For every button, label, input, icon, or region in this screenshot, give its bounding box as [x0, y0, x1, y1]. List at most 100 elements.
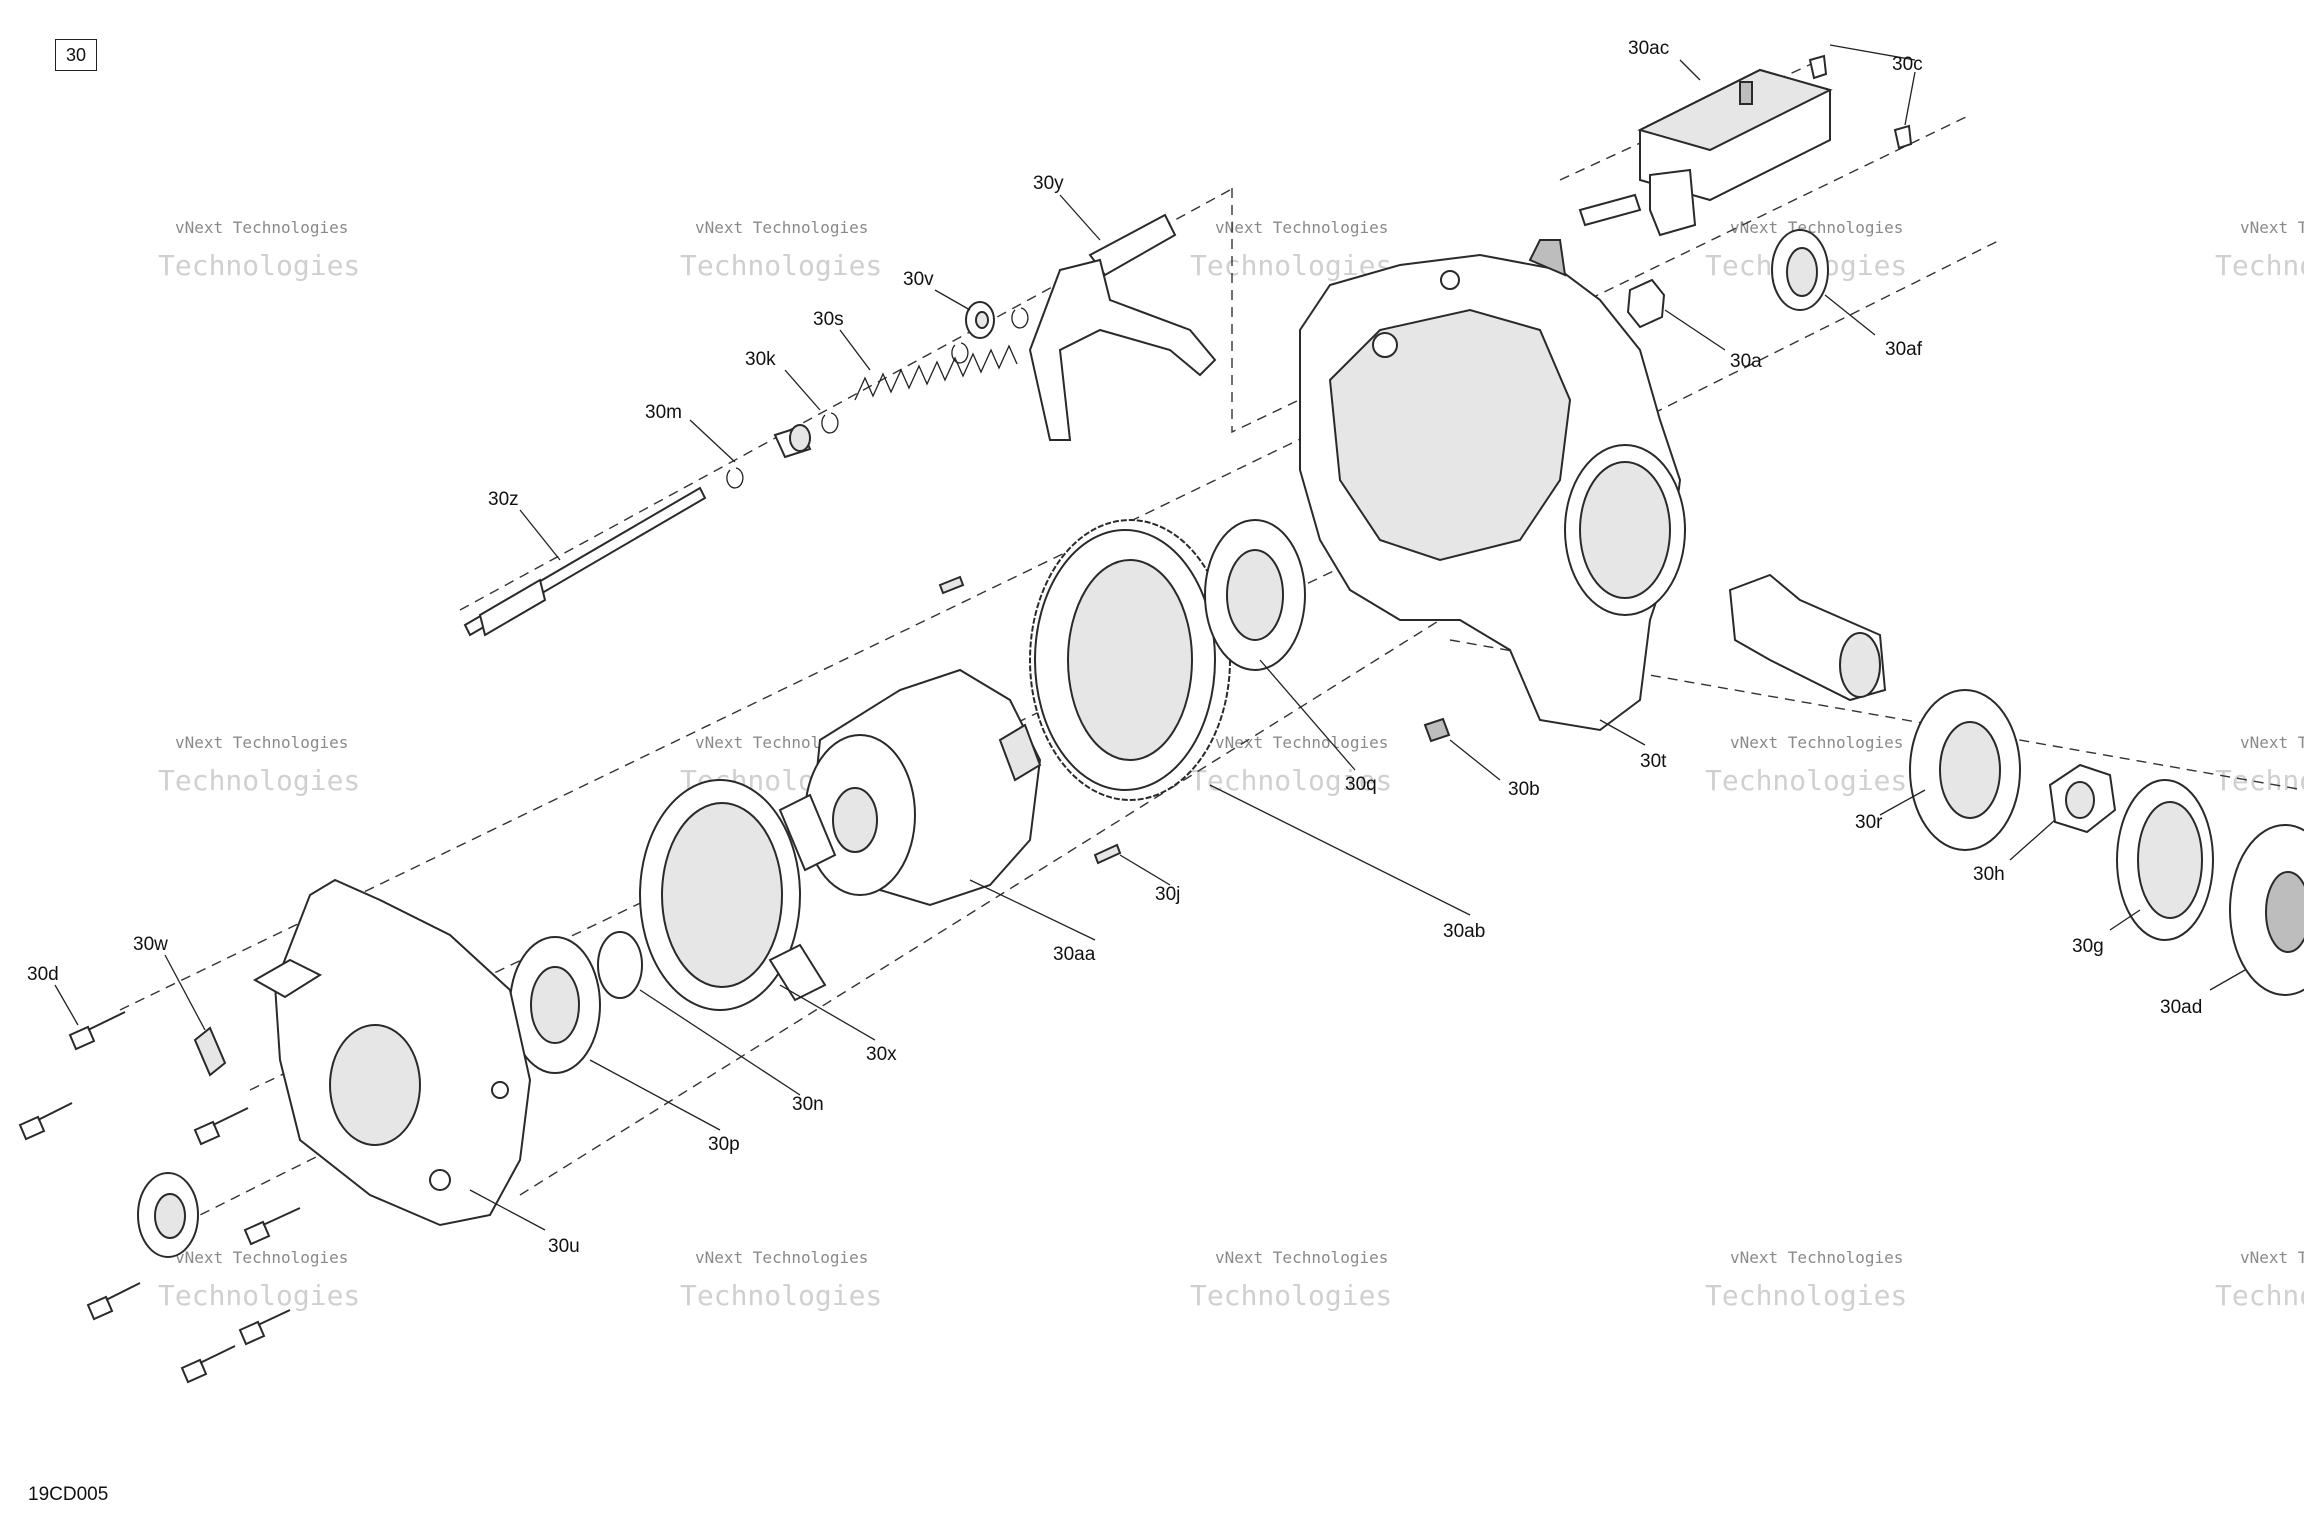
- watermark-text-large: Technologies: [1190, 1279, 1392, 1312]
- drawing-code: 19CD005: [28, 1484, 109, 1505]
- callout-30b: 30b: [1508, 779, 1540, 800]
- circlip: [726, 467, 744, 489]
- watermark-text: vNext Technologies: [175, 733, 348, 752]
- breather-fitting-30w: [193, 1026, 227, 1077]
- bearing-30q: [1204, 519, 1306, 671]
- watermark-text-large: Technologies: [158, 764, 360, 797]
- axis-line: [519, 619, 1441, 1196]
- ring-gear: [1029, 519, 1231, 801]
- callout-30s: 30s: [813, 309, 844, 330]
- callout-30af: 30af: [1885, 339, 1923, 360]
- leader-line: [784, 369, 821, 411]
- differential-case-30aa: [804, 668, 1042, 907]
- bolt: [238, 1309, 291, 1346]
- watermark-text: vNext Technologies: [175, 218, 348, 237]
- watermark: Technologies vNext Technologies: [680, 1248, 882, 1312]
- bolt: [68, 1011, 126, 1051]
- leader-line: [54, 984, 79, 1026]
- vent-plug-30a: [1626, 278, 1666, 329]
- watermark: Technologies vNext Technologies: [158, 1248, 360, 1312]
- leader-line: [934, 289, 971, 311]
- ring-30g: [2116, 779, 2214, 941]
- pinion-gear: [1728, 573, 1887, 702]
- leader-line: [1664, 309, 1726, 351]
- actuator-module: [1578, 54, 1913, 237]
- callout-30j: 30j: [1155, 884, 1180, 905]
- leader-line: [1259, 659, 1356, 771]
- watermark: Technologies vNext Technologies: [158, 218, 360, 282]
- watermark-text-large: Technologies: [680, 249, 882, 282]
- watermark-text-large: Technologies: [1705, 764, 1907, 797]
- callout-30n: 30n: [792, 1094, 824, 1115]
- watermark-text-large: Technologies: [680, 1279, 882, 1312]
- watermark-text-large: Technologies: [158, 1279, 360, 1312]
- watermark: Technologies vNext Technologies: [158, 733, 360, 797]
- callout-30z: 30z: [488, 489, 519, 510]
- watermark: Technologies vNext Technologies: [1190, 1248, 1392, 1312]
- callout-30aa: 30aa: [1053, 944, 1096, 965]
- watermark-text: vNext Technologies: [1215, 1248, 1388, 1267]
- watermark-text-large: Technologies: [2215, 764, 2304, 797]
- watermark: Technologies vNext Technologies: [1190, 218, 1392, 282]
- watermark-text: vNext Technologies: [2240, 218, 2304, 237]
- axis-line: [1231, 188, 1321, 434]
- leader-line: [519, 509, 561, 561]
- leader-line: [1829, 44, 1916, 61]
- watermark-text: vNext Technologies: [1730, 733, 1903, 752]
- circlip: [821, 412, 839, 434]
- watermark: Technologies vNext Technologies: [1705, 733, 1907, 797]
- clutch-drum-30x: [639, 779, 837, 1011]
- watermark: Technologies vNext Technologies: [2215, 218, 2304, 282]
- callout-30t: 30t: [1640, 751, 1667, 772]
- actuator-logo: [1739, 81, 1753, 105]
- leader-line: [1059, 194, 1101, 241]
- circlip: [1011, 307, 1029, 329]
- leader-line: [689, 419, 736, 463]
- callout-30ab: 30ab: [1443, 921, 1485, 942]
- callout-30w: 30w: [133, 934, 168, 955]
- nut-30h: [2048, 763, 2117, 834]
- watermark-text: vNext Technologies: [695, 1248, 868, 1267]
- watermark: Technologies vNext Technologies: [2215, 1248, 2304, 1312]
- leader-line: [1449, 739, 1501, 781]
- callout-30h: 30h: [1973, 864, 2005, 885]
- leader-line: [969, 879, 1096, 941]
- callout-30v: 30v: [903, 269, 934, 290]
- watermark-text: vNext Technologies: [1215, 218, 1388, 237]
- watermark: Technologies vNext Technologies: [1705, 1248, 1907, 1312]
- dowel-pin: [938, 575, 965, 595]
- callout-30u: 30u: [548, 1236, 580, 1257]
- leader-line: [1879, 789, 1926, 816]
- callout-30d: 30d: [27, 964, 59, 985]
- callout-30m: 30m: [645, 402, 682, 423]
- leader-line: [589, 1059, 721, 1131]
- leader-line: [2209, 969, 2246, 991]
- o-ring-30n: [597, 931, 643, 999]
- callout-30p: 30p: [708, 1134, 740, 1155]
- shift-shaft-30z: [463, 486, 707, 637]
- callout-30ac: 30ac: [1628, 38, 1669, 59]
- leader-line: [469, 1189, 546, 1231]
- washer-30v: [965, 301, 995, 339]
- bolt: [18, 1102, 73, 1141]
- bolt: [180, 1345, 236, 1384]
- spring-30s: [854, 344, 1018, 401]
- watermark-text-large: Technologies: [2215, 249, 2304, 282]
- watermark-text: vNext Technologies: [175, 1248, 348, 1267]
- bearing-30p: [509, 936, 601, 1074]
- callout-30c: 30c: [1892, 54, 1923, 75]
- leader-line: [2009, 819, 2056, 861]
- callout-30y: 30y: [1033, 173, 1064, 194]
- circlip: [951, 342, 969, 364]
- bolt-group-30d: [18, 1011, 301, 1384]
- leader-line: [1599, 719, 1646, 746]
- leader-line: [779, 984, 876, 1041]
- shift-fork-30y: [1028, 213, 1217, 441]
- plug-30b: [1423, 717, 1451, 743]
- page-reference-box: 30: [55, 39, 97, 71]
- axis-line: [119, 114, 1971, 1011]
- callout-30r: 30r: [1855, 812, 1883, 833]
- leader-line: [164, 954, 206, 1031]
- differential-housing: [1299, 239, 1686, 732]
- watermark: Technologies vNext Technologies: [2215, 733, 2304, 797]
